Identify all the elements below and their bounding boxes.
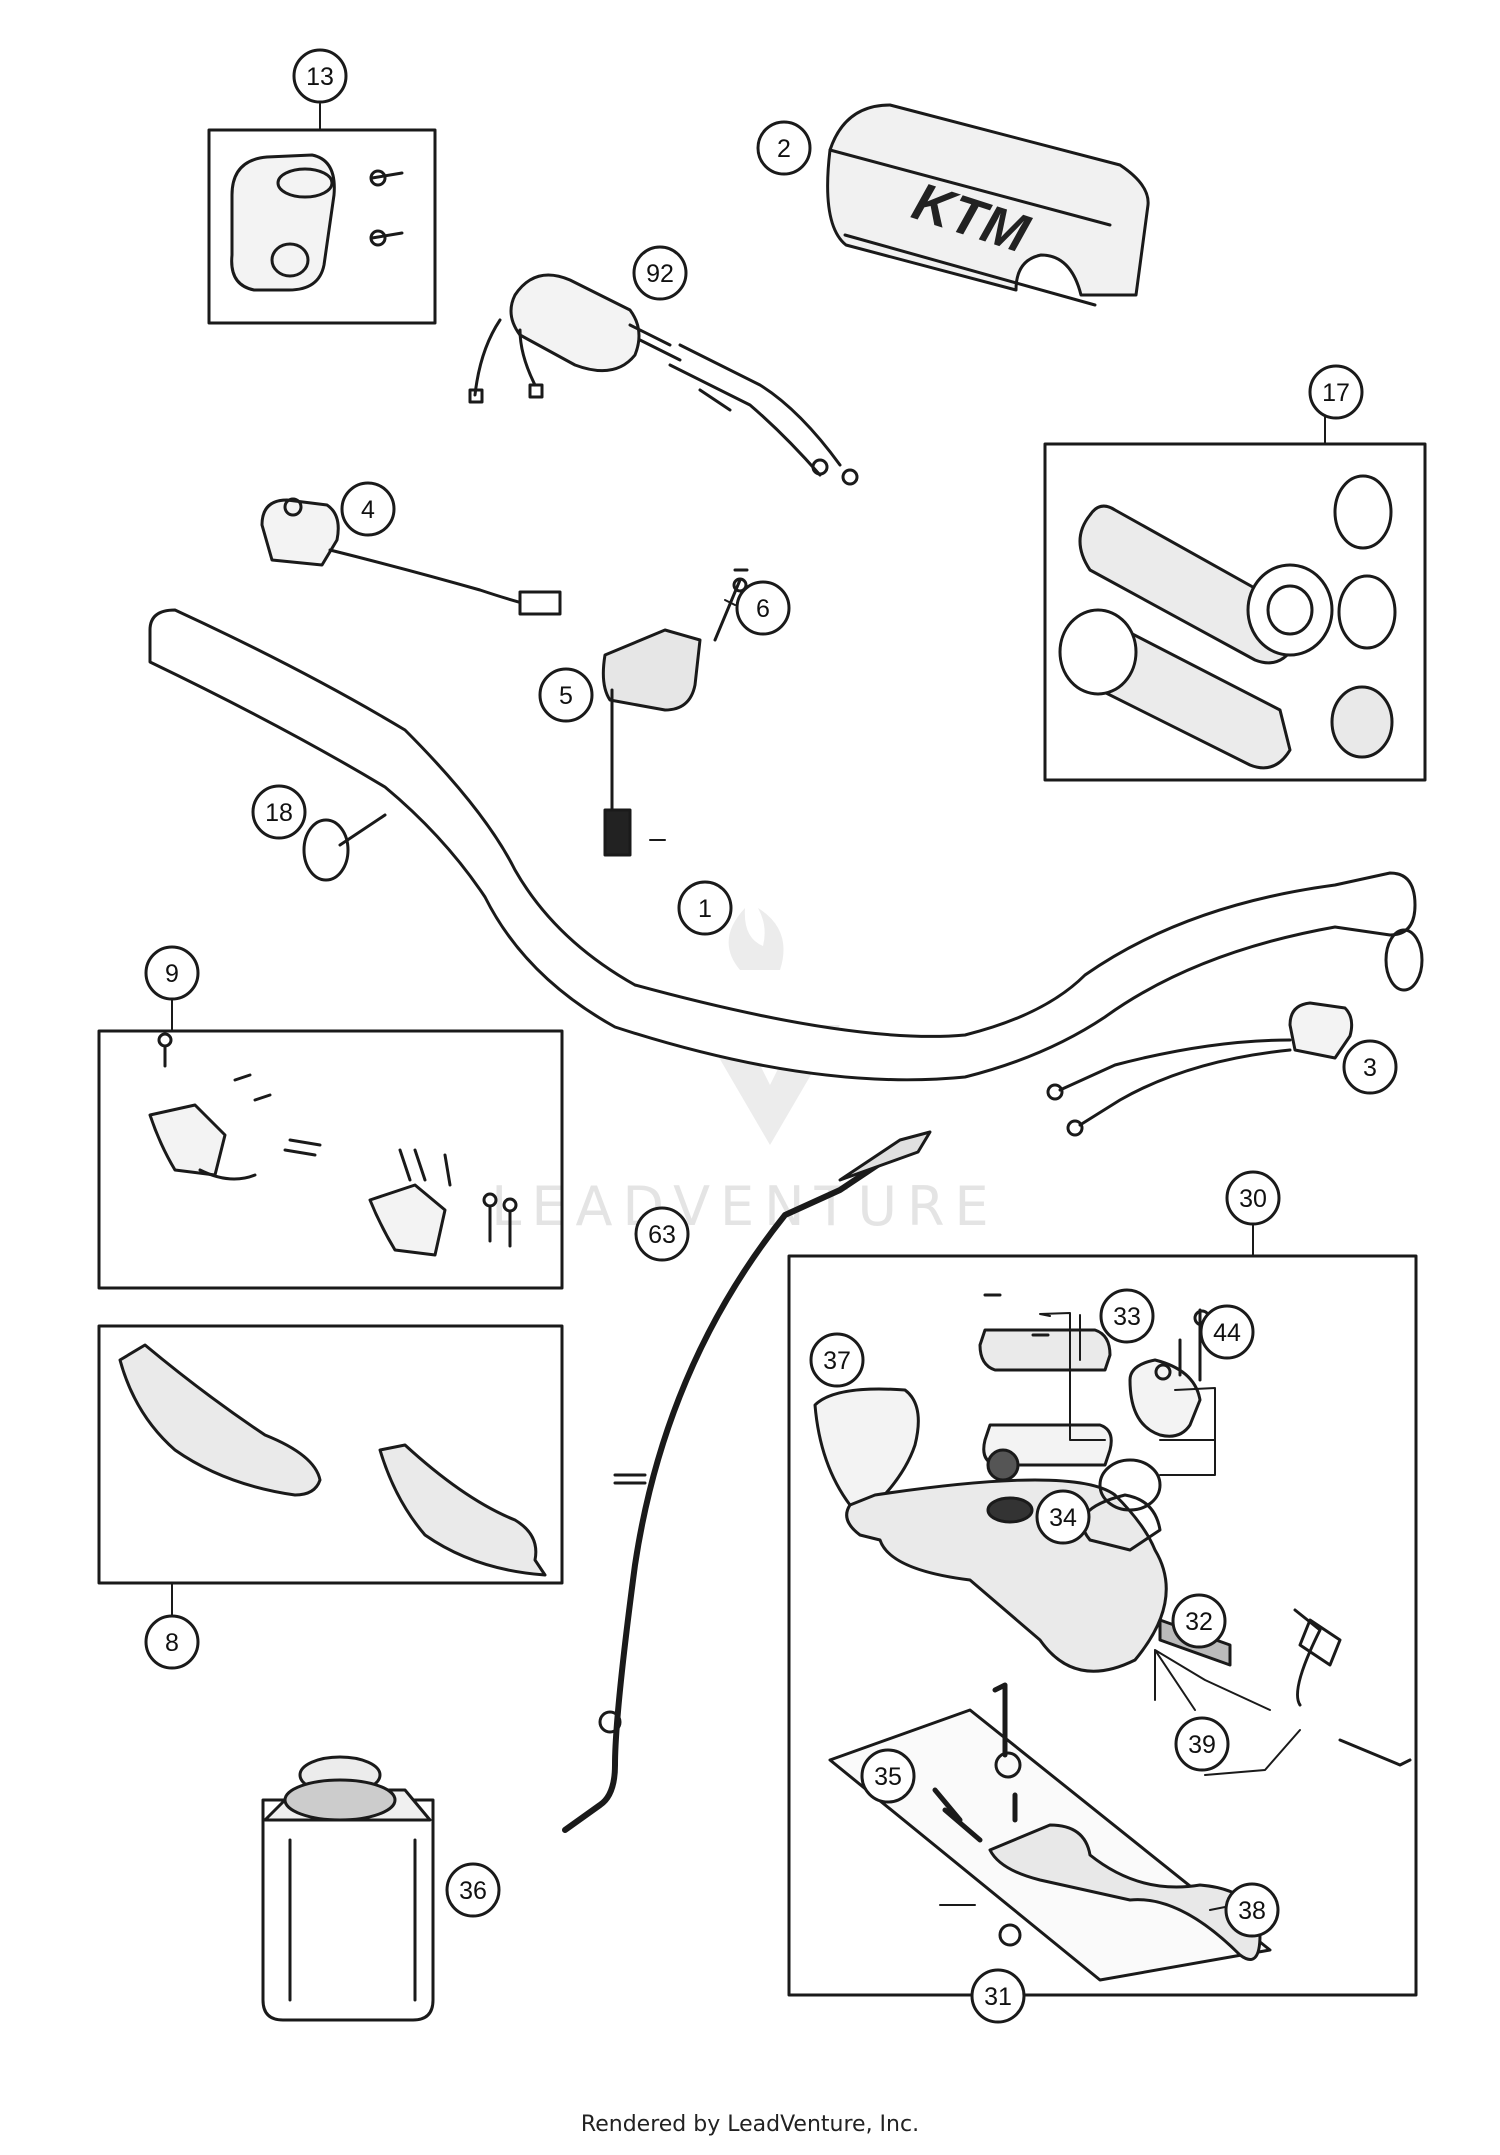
callout-38: 38 — [1224, 1882, 1280, 1938]
callout-4: 4 — [340, 481, 396, 537]
callout-36: 36 — [445, 1862, 501, 1918]
callout-13: 13 — [292, 48, 348, 104]
svg-text:36: 36 — [459, 1877, 487, 1905]
callout-8: 8 — [144, 1614, 200, 1670]
svg-text:30: 30 — [1239, 1185, 1267, 1213]
brake-fluid-bottle-36 — [261, 1755, 435, 2022]
callout-1: 1 — [677, 880, 733, 936]
cable-tie-18 — [302, 813, 387, 882]
callout-44: 44 — [1199, 1304, 1255, 1360]
svg-text:2: 2 — [777, 135, 791, 163]
handlebar-pad-2: KTM — [826, 103, 1150, 307]
svg-text:32: 32 — [1185, 1608, 1213, 1636]
svg-text:13: 13 — [306, 63, 334, 91]
callout-34: 34 — [1035, 1489, 1091, 1545]
svg-text:8: 8 — [165, 1629, 179, 1657]
callout-63: 63 — [634, 1206, 690, 1262]
svg-text:9: 9 — [165, 960, 179, 988]
svg-text:5: 5 — [559, 682, 573, 710]
svg-text:92: 92 — [646, 260, 674, 288]
brake-line-63 — [562, 1130, 932, 1833]
box-8 — [97, 1324, 564, 1585]
svg-text:34: 34 — [1049, 1504, 1077, 1532]
callout-9: 9 — [144, 945, 200, 1001]
box-30 — [787, 1254, 1418, 1997]
callout-17: 17 — [1308, 364, 1364, 420]
svg-text:3: 3 — [1363, 1054, 1377, 1082]
svg-text:31: 31 — [984, 1983, 1012, 2011]
callout-18: 18 — [251, 784, 307, 840]
grips-17 — [1058, 474, 1397, 770]
box-9 — [97, 1029, 564, 1290]
callout-37: 37 — [809, 1332, 865, 1388]
switch-housing-13 — [230, 153, 404, 292]
master-cylinder-30 — [813, 1293, 1412, 1767]
svg-text:18: 18 — [265, 799, 293, 827]
switch-4 — [260, 497, 562, 616]
watermark-text: LEADVENTURE — [491, 1175, 998, 1238]
callout-39: 39 — [1174, 1716, 1230, 1772]
svg-text:33: 33 — [1113, 1303, 1141, 1331]
callout-3: 3 — [1342, 1039, 1398, 1095]
callout-33: 33 — [1099, 1288, 1155, 1344]
handlebar-1 — [148, 608, 1424, 1082]
svg-text:4: 4 — [361, 496, 375, 524]
handguard-mounts-9 — [148, 1032, 518, 1257]
svg-text:37: 37 — [823, 1347, 851, 1375]
callout-5: 5 — [538, 667, 594, 723]
svg-text:35: 35 — [874, 1763, 902, 1791]
leader-lines — [171, 103, 1326, 1911]
handguards-8 — [118, 1343, 547, 1577]
callout-32: 32 — [1171, 1593, 1227, 1649]
throttle-assembly-92 — [468, 273, 859, 486]
callout-2: 2 — [756, 120, 812, 176]
svg-text:39: 39 — [1188, 1731, 1216, 1759]
brake-lever-31 — [828, 1682, 1272, 1982]
svg-text:38: 38 — [1238, 1897, 1266, 1925]
svg-text:6: 6 — [756, 595, 770, 623]
switch-3 — [1046, 1001, 1354, 1137]
callout-92: 92 — [632, 245, 688, 301]
callout-31: 31 — [970, 1968, 1026, 2024]
svg-text:1: 1 — [698, 895, 712, 923]
box-13 — [207, 128, 437, 325]
callout-35: 35 — [860, 1748, 916, 1804]
callout-6: 6 — [735, 580, 791, 636]
footer-credit: Rendered by LeadVenture, Inc. — [580, 2112, 920, 2137]
box-17 — [1043, 442, 1427, 782]
callout-30: 30 — [1225, 1170, 1281, 1226]
switch-5-6 — [601, 568, 749, 857]
svg-text:63: 63 — [648, 1221, 676, 1249]
svg-text:44: 44 — [1213, 1319, 1241, 1347]
svg-text:17: 17 — [1322, 379, 1350, 407]
